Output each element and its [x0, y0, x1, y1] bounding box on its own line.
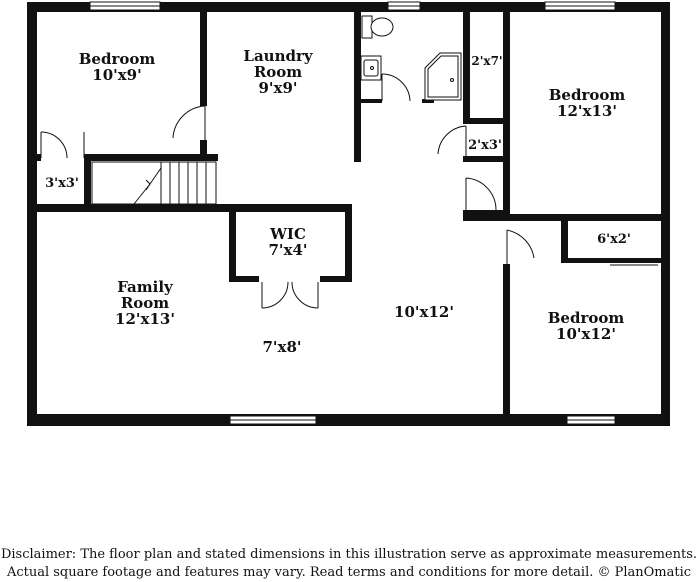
- sink-icon: [360, 55, 382, 81]
- staircase: [91, 161, 217, 205]
- room-dimensions: 10'x12': [556, 324, 616, 343]
- room-dimensions: 10'x9': [92, 65, 142, 84]
- room-family-room: Family Room 12'x13': [115, 278, 175, 328]
- room-name: Family: [117, 278, 173, 296]
- room-bedroom-ne: Bedroom 12'x13': [548, 86, 626, 120]
- interior-walls: [27, 2, 670, 426]
- room-bedroom-se: Bedroom 10'x12': [547, 309, 625, 343]
- windows: [89, 1, 616, 425]
- room-name: Laundry: [243, 47, 313, 65]
- room-closet-2x7: 2'x7': [471, 55, 502, 68]
- room-name: Room: [253, 62, 303, 81]
- room-hall-10x12: 10'x12': [394, 303, 454, 321]
- room-dimensions: 10'x12': [394, 303, 454, 321]
- room-area-7x8: 7'x8': [262, 338, 302, 356]
- room-dimensions: 7'x8': [262, 338, 302, 356]
- doors: [40, 73, 535, 309]
- room-name: Room: [120, 293, 170, 312]
- room-dimensions: 12'x13': [557, 101, 617, 120]
- sliding-doors: [505, 14, 658, 266]
- room-closet-6x2: 6'x2': [597, 233, 631, 247]
- room-name: Bedroom: [548, 86, 626, 104]
- room-dimensions: 12'x13': [115, 309, 175, 328]
- room-name: Bedroom: [78, 50, 156, 68]
- room-dimensions: 2'x3': [468, 138, 502, 153]
- room-dimensions: 3'x3': [45, 176, 79, 191]
- window-lines: [90, 5, 615, 421]
- shower-icon: [424, 52, 462, 101]
- room-dimensions: 2'x7': [471, 54, 503, 68]
- room-dimensions: 7'x4': [268, 240, 308, 259]
- room-laundry: Laundry Room 9'x9': [243, 47, 313, 97]
- room-wic: WIC 7'x4': [268, 225, 308, 259]
- room-closet-2x3: 2'x3': [468, 139, 502, 153]
- room-dimensions: 9'x9': [258, 78, 298, 97]
- room-bedroom-nw: Bedroom 10'x9': [78, 50, 156, 84]
- room-dimensions: 6'x2': [597, 232, 631, 247]
- disclaimer-text: Disclaimer: The floor plan and stated di…: [0, 546, 698, 582]
- room-name: WIC: [270, 225, 306, 243]
- disclaimer-line-2: Actual square footage and features may v…: [6, 565, 692, 580]
- disclaimer-line-1: Disclaimer: The floor plan and stated di…: [0, 547, 698, 562]
- room-closet-3x3: 3'x3': [45, 177, 79, 191]
- room-name: Bedroom: [547, 309, 625, 327]
- toilet-icon: [361, 15, 394, 39]
